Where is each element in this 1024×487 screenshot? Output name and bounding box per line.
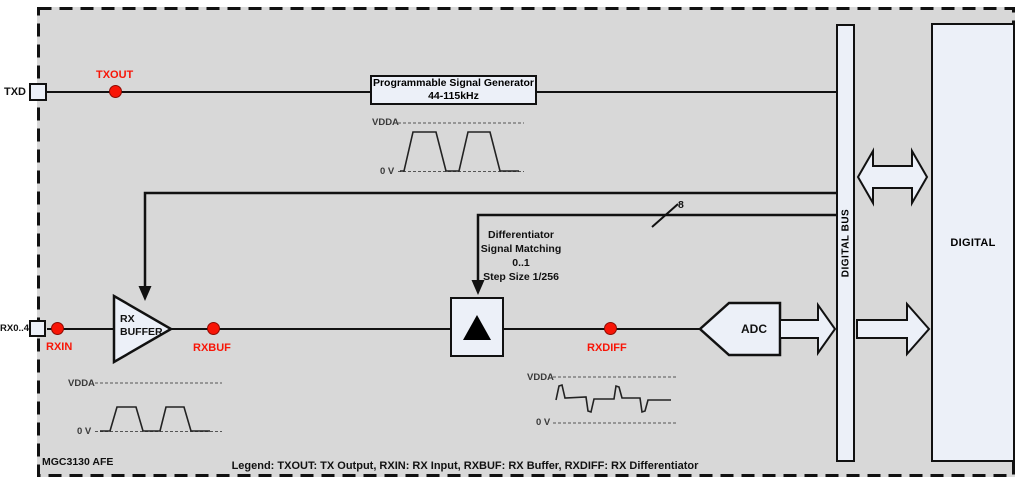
bus-to-digital-arrow (856, 301, 931, 357)
signal-generator-label-line1: Programmable Signal Generator (372, 77, 535, 89)
differentiator-annotation-line2: Signal Matching (480, 243, 562, 255)
rx-waveform-vdda-label: VDDA (68, 378, 95, 389)
txout-test-point (109, 85, 122, 98)
bus-width-label: 8 (678, 199, 684, 211)
txd-pin-label: TXD (4, 86, 26, 98)
adc-to-bus-arrow (779, 301, 837, 357)
differentiator-annotation-line4: Step Size 1/256 (483, 271, 559, 283)
rxdiff-waveform-trace (555, 383, 671, 414)
rxbuf-label: RXBUF (193, 342, 231, 354)
digital-bus-bar: DIGITAL BUS (836, 24, 855, 462)
rx-buffer-label-line1: RX (120, 313, 135, 325)
signal-generator-label-line2: 44-115kHz (428, 90, 479, 102)
differentiator-control-arrowhead (471, 280, 485, 295)
digital-block-label: DIGITAL (950, 236, 996, 249)
differentiator-annotation-line1: Differentiator (488, 229, 554, 241)
differentiator-annotation: Differentiator Signal Matching 0..1 Step… (456, 228, 586, 284)
rxdiff-waveform-0v-label: 0 V (536, 417, 551, 428)
rx-buffer-label: RX BUFFER (120, 313, 163, 338)
rx-buffer-label-line2: BUFFER (120, 325, 163, 338)
rx-buffer-shape (112, 293, 174, 365)
digital-block: DIGITAL (931, 23, 1015, 462)
rxbuf-test-point (207, 322, 220, 335)
legend-text: Legend: TXOUT: TX Output, RXIN: RX Input… (231, 460, 699, 472)
rx-pin-label: RX0..4 (0, 323, 30, 334)
bus-digital-bidirectional-arrow (856, 147, 929, 207)
rxdiff-waveform-vdda-label: VDDA (527, 372, 554, 383)
rxdiff-test-point (604, 322, 617, 335)
rxin-label: RXIN (46, 341, 73, 353)
rx-waveform-0v-label: 0 V (77, 426, 92, 437)
digital-bus-label: DIGITAL BUS (840, 208, 851, 278)
differentiator-triangle-icon (463, 314, 491, 340)
txout-label: TXOUT (96, 69, 134, 81)
diagram-title: MGC3130 AFE (42, 456, 114, 468)
tx-waveform-trace (400, 131, 519, 172)
rx-buffer-control-wire (143, 191, 836, 290)
txd-pad (29, 83, 47, 101)
adc-label: ADC (741, 322, 767, 336)
rxin-test-point (51, 322, 64, 335)
rxdiff-label: RXDIFF (587, 342, 627, 354)
rx-waveform-trace (100, 406, 210, 432)
rx-buffer-control-arrowhead (138, 286, 152, 301)
tx-waveform-0v-label: 0 V (380, 166, 395, 177)
rx-pad (29, 320, 46, 337)
differentiator-control-wire (476, 213, 836, 284)
signal-generator-block: Programmable Signal Generator 44-115kHz (370, 75, 537, 105)
differentiator-annotation-line3: 0..1 (512, 257, 530, 269)
tx-waveform-vdda-label: VDDA (372, 117, 399, 128)
differentiator-block (450, 297, 504, 357)
bus-width-slash (651, 203, 679, 228)
